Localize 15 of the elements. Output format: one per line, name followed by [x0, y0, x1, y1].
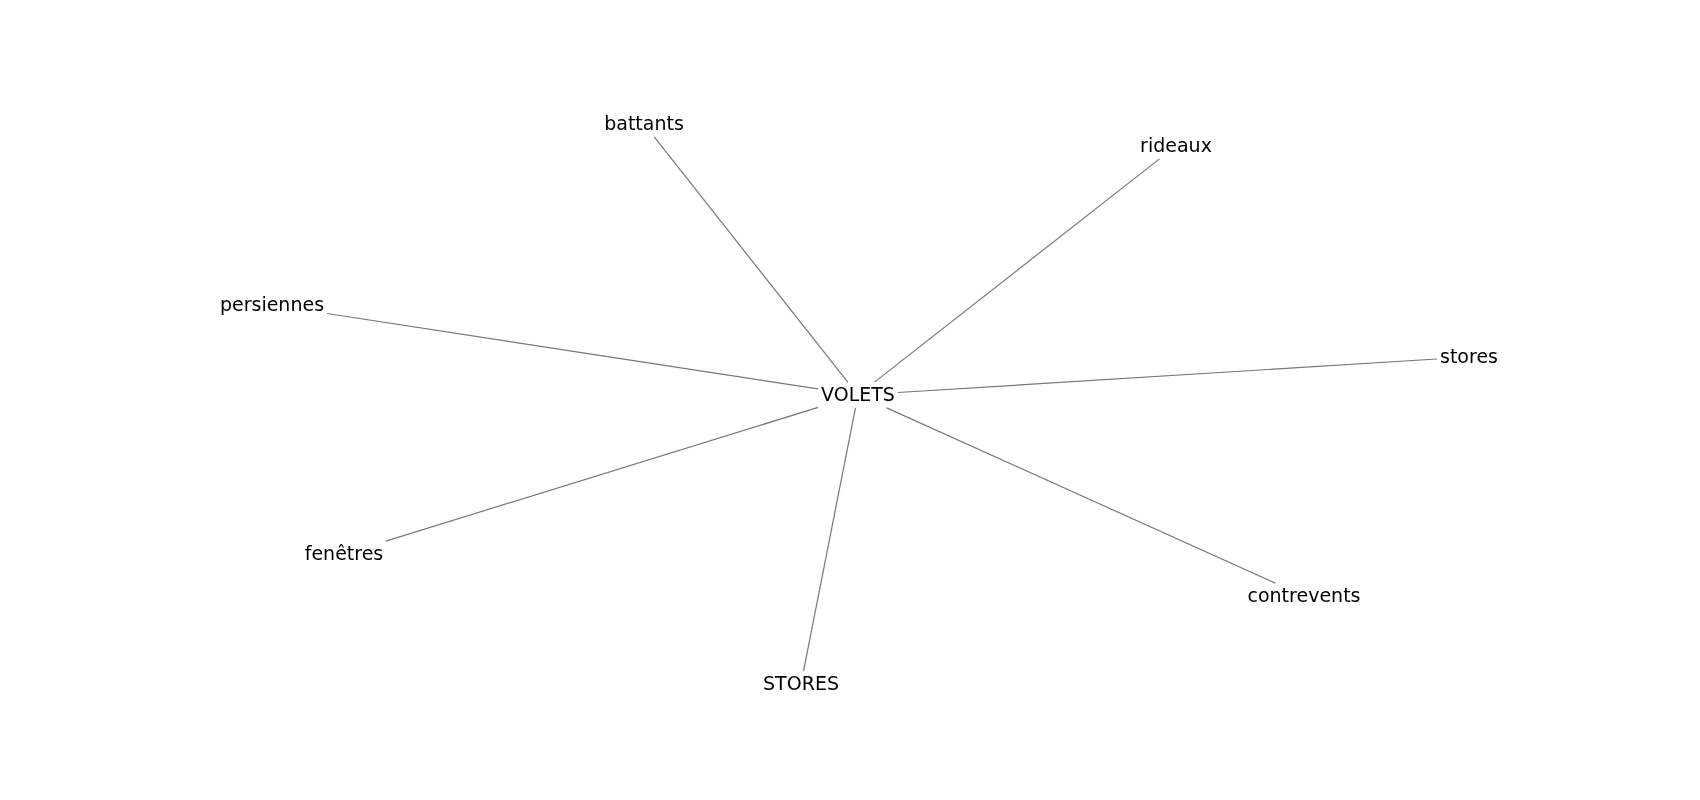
connector-line — [653, 136, 849, 383]
connector-line — [873, 158, 1161, 383]
word-label: STORES — [763, 673, 839, 695]
connector-line — [326, 312, 819, 390]
word-label: stores — [1440, 346, 1498, 368]
connector-line — [802, 407, 857, 672]
word-label: rideaux — [1140, 135, 1212, 157]
word-label: fenêtres — [304, 543, 384, 565]
connector-line — [886, 407, 1276, 584]
connector-line — [385, 406, 819, 542]
word-label: contrevents — [1247, 585, 1361, 607]
connector-line — [897, 358, 1438, 394]
word-label: VOLETS — [821, 384, 895, 406]
word-label: battants — [604, 113, 684, 135]
word-label: persiennes — [219, 294, 325, 316]
